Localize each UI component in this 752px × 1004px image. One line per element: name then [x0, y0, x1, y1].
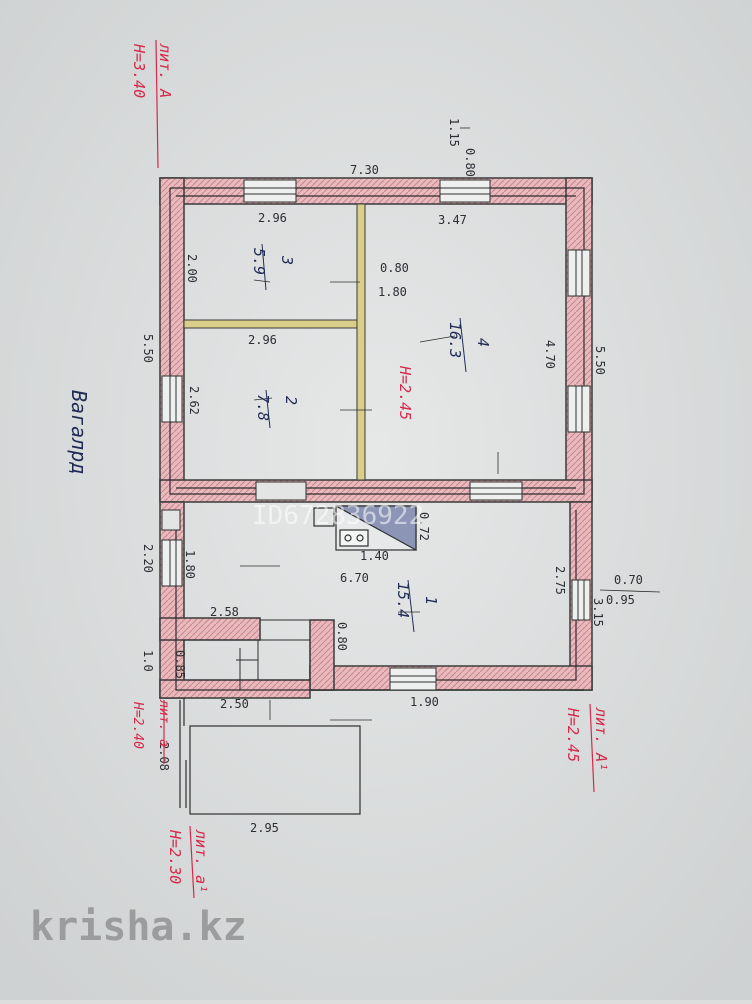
room3-area: 5.9 [250, 248, 268, 275]
room1-area: 15.4 [394, 582, 412, 618]
red-annotations: лит. А Н=3.40 Н=2.45 лит. а Н=2.40 лит. … [130, 39, 610, 899]
room3-number: 3 [278, 255, 296, 265]
dimension-labels-vertical: 0.80 1.15 2.00 5.50 5.50 4.70 2.62 2.20 … [141, 118, 607, 771]
dim-small-b: 0.85 [173, 650, 187, 679]
dim-window-top-b: 1.15 [447, 118, 461, 147]
red-height-top: Н=3.40 [130, 43, 148, 98]
red-lit-bottom-left: лит. а [156, 699, 171, 747]
red-height-porch: Н=2.30 [166, 829, 184, 884]
dim-partition-a: 0.80 [380, 261, 409, 275]
room1-number: 1 [422, 596, 440, 605]
dim-room2-width: 2.96 [248, 333, 277, 347]
stove [313, 505, 417, 552]
dim-right-lower-b: 3.15 [591, 598, 605, 627]
partitions [183, 203, 366, 481]
room-labels: 3 5.9 4 16.3 2 7.8 1 15.4 [250, 243, 492, 633]
windows [161, 179, 591, 691]
dim-vestibule-w: 2.58 [210, 605, 239, 619]
dim-porch-width: 2.95 [250, 821, 279, 835]
dimension-lines [240, 127, 661, 721]
red-lit-top: лит. А [156, 43, 174, 98]
dim-left-lower-b: 1.80 [183, 550, 197, 579]
red-height-center: Н=2.45 [396, 365, 414, 420]
room4-area: 16.3 [446, 322, 464, 358]
dim-small-a: 1.0 [141, 650, 155, 672]
site-watermark: krisha.kz [30, 904, 247, 950]
porch [179, 698, 361, 815]
dimension-labels: 7.30 2.96 3.47 0.80 1.80 2.96 1.40 6.70 … [210, 163, 643, 835]
dim-stove-w: 1.40 [360, 549, 389, 563]
dim-room3-height: 2.00 [185, 254, 199, 283]
red-height-right: Н=2.45 [564, 707, 582, 762]
handwritten-note-left: Вагалрд [67, 390, 91, 474]
dim-room2-height: 2.62 [187, 386, 201, 415]
dim-right-total: 5.50 [593, 346, 607, 375]
red-lit-porch: лит. а¹ [192, 829, 210, 893]
dim-left-lower-a: 2.20 [141, 544, 155, 573]
dim-window-top: 0.80 [463, 148, 477, 177]
dim-vestibule-d: 0.80 [335, 622, 349, 651]
dim-top-right: 3.47 [438, 213, 467, 227]
dim-window-right-a: 0.70 [614, 573, 643, 587]
dim-right-lower: 2.75 [553, 566, 567, 595]
listing-id-watermark: ID672836922 [252, 501, 424, 531]
dim-stove-h: 0.72 [417, 512, 431, 541]
dim-room4-height: 4.70 [543, 340, 557, 369]
room4-number: 4 [474, 338, 492, 347]
red-height-bottom-left: Н=2.40 [130, 701, 145, 749]
dim-window-right-b: 0.95 [606, 593, 635, 607]
door-openings [161, 481, 307, 531]
dim-top-total: 7.30 [350, 163, 379, 177]
dim-lower-width: 6.70 [340, 571, 369, 585]
dim-top-left: 2.96 [258, 211, 287, 225]
dim-bottom-right: 1.90 [410, 695, 439, 709]
room2-number: 2 [282, 396, 300, 405]
vestibule [183, 619, 311, 690]
dim-partition-b: 1.80 [378, 285, 407, 299]
dim-bottom-left: 2.50 [220, 697, 249, 711]
dim-left-total: 5.50 [141, 334, 155, 363]
red-lit-right: лит. А¹ [592, 707, 610, 771]
